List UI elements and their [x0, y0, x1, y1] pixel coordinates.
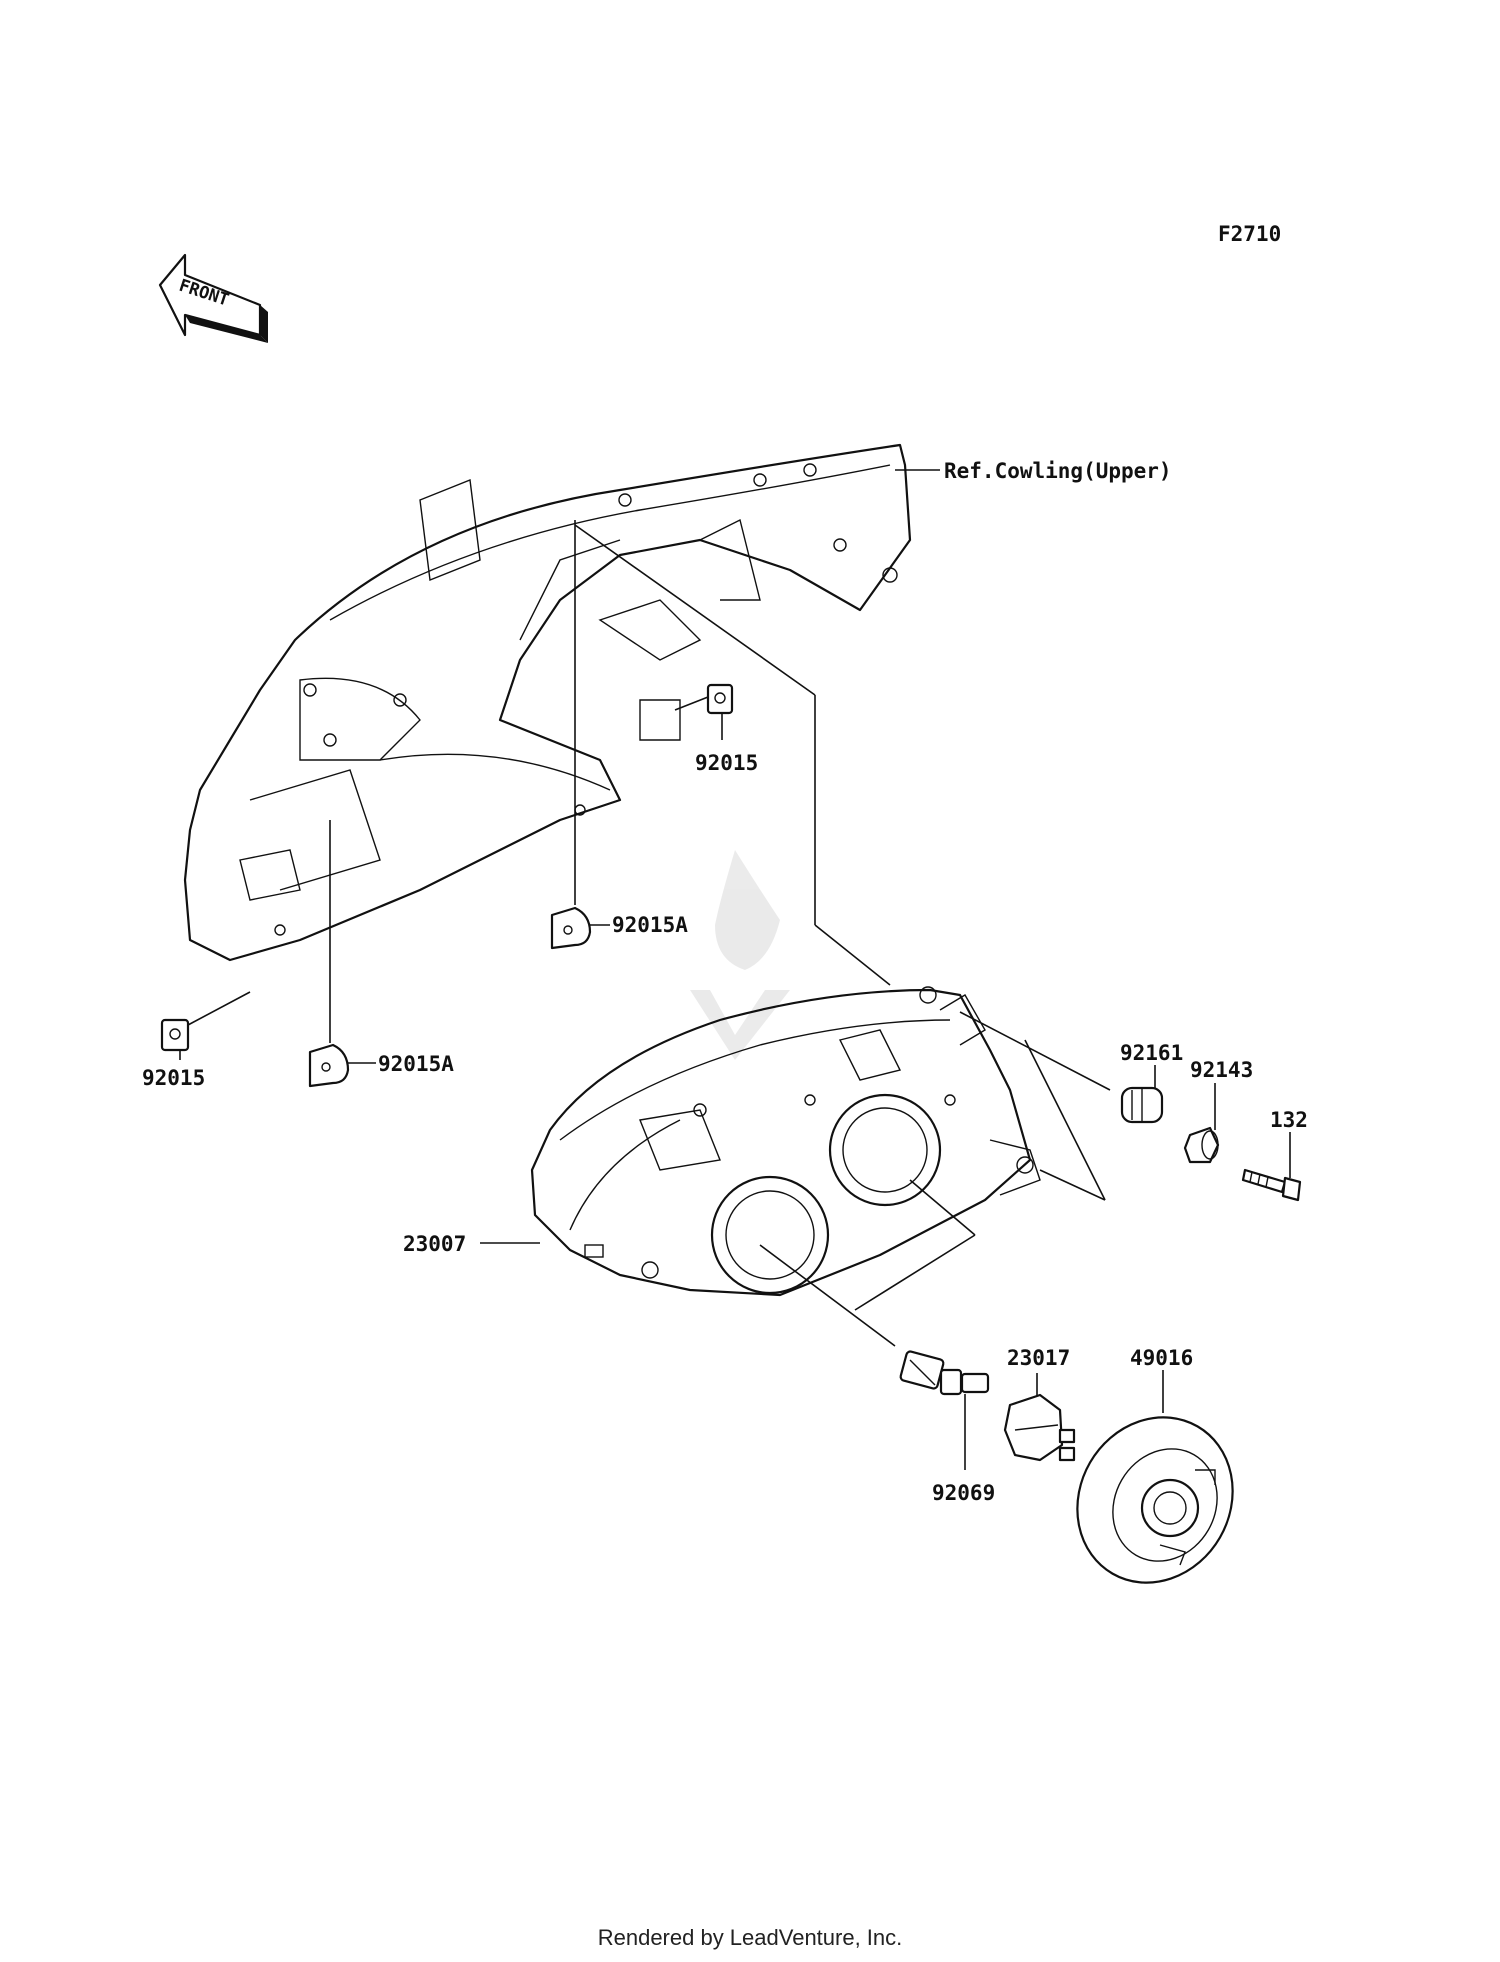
- footer-credit: Rendered by LeadVenture, Inc.: [597, 1925, 903, 1950]
- collar-92143: [1183, 1126, 1220, 1164]
- part-132: 132: [1270, 1108, 1308, 1132]
- figure-code: F2710: [1218, 222, 1281, 246]
- part-92015A-lower: 92015A: [378, 1052, 454, 1076]
- front-arrow-icon: FRONT: [158, 253, 268, 343]
- part-92069: 92069: [932, 1481, 995, 1505]
- part-92015-left: 92015: [142, 1066, 205, 1090]
- part-23007: 23007: [403, 1232, 466, 1256]
- ref-cowling-label: Ref.Cowling(Upper): [944, 459, 1172, 483]
- part-23017: 23017: [1007, 1346, 1070, 1370]
- grommet-92015A-upper: [550, 906, 592, 950]
- bolt-132: [1241, 1168, 1302, 1202]
- part-92015A-upper: 92015A: [612, 913, 688, 937]
- socket-23017: [1003, 1393, 1076, 1462]
- headlight-23007: [530, 986, 1041, 1297]
- part-92143: 92143: [1190, 1058, 1253, 1082]
- part-92015-right: 92015: [695, 751, 758, 775]
- nut-92015-right: [706, 683, 734, 715]
- bulb-92069: [899, 1350, 990, 1396]
- cowling-bracket: [183, 443, 912, 962]
- cover-49016: [1076, 1416, 1234, 1584]
- part-49016: 49016: [1130, 1346, 1193, 1370]
- grommet-92015A-lower: [308, 1043, 350, 1088]
- grommet-92161: [1120, 1086, 1164, 1124]
- nut-92015-left: [160, 1018, 190, 1052]
- watermark-logo-icon: [690, 850, 790, 1060]
- part-92161: 92161: [1120, 1041, 1183, 1065]
